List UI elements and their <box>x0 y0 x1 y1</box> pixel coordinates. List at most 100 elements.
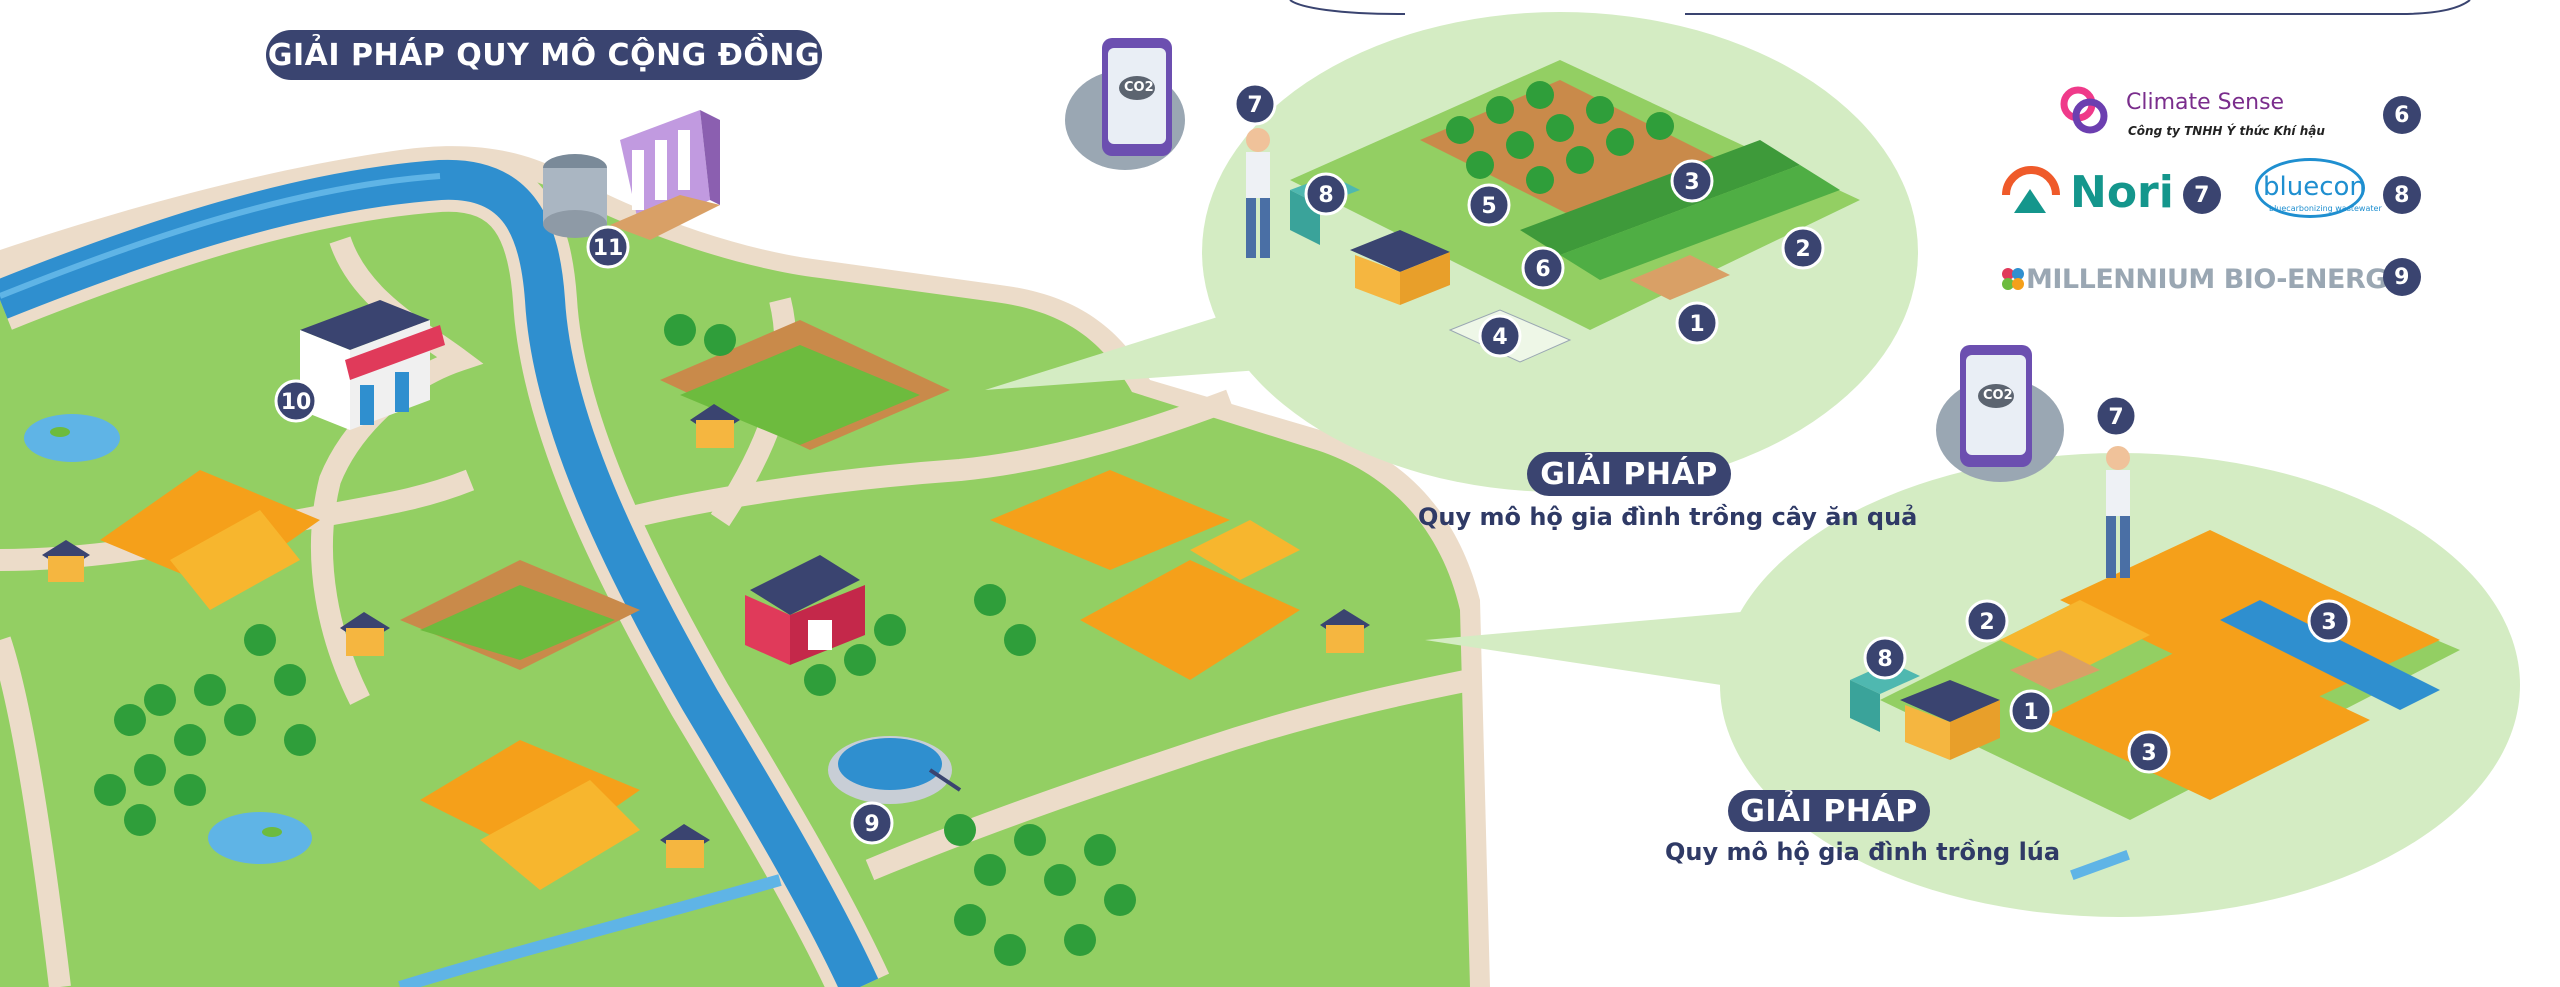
top-frame-arc <box>1685 0 2471 15</box>
number-marker-circle <box>1781 226 1825 270</box>
fruit-phone-co2-label: CO2 <box>1124 80 1154 95</box>
fruit-bubble-tail <box>985 310 1260 390</box>
number-marker-label: 7 <box>1247 93 1262 118</box>
number-marker-circle <box>1670 159 1714 203</box>
number-marker: 3 <box>2307 599 2351 643</box>
number-marker: 10 <box>274 379 318 423</box>
number-marker-label: 7 <box>2108 405 2123 430</box>
pond-bottom <box>208 812 312 864</box>
phone-icon <box>1936 345 2064 482</box>
number-marker-label: 9 <box>864 812 879 837</box>
number-marker-label: 8 <box>1877 647 1892 672</box>
lily-pad <box>262 827 282 837</box>
number-marker-label: 1 <box>2023 700 2038 725</box>
number-marker: 11 <box>586 225 630 269</box>
top-frame-arc <box>1289 0 1405 15</box>
number-marker-circle <box>274 379 318 423</box>
number-marker-circle <box>586 225 630 269</box>
number-marker: 3 <box>2127 730 2171 774</box>
number-marker-circle <box>850 801 894 845</box>
rice-field <box>170 510 300 610</box>
partner-badge-8: 8 <box>2383 176 2421 214</box>
number-marker-label: 6 <box>1535 257 1550 282</box>
partner-badge-9: 9 <box>2383 258 2421 296</box>
number-marker: 3 <box>1670 159 1714 203</box>
fruit-solution-subtitle: Quy mô hộ gia đình trồng cây ăn quả <box>1418 503 1918 531</box>
number-marker-circle <box>2127 730 2171 774</box>
number-marker-circle <box>1233 82 1277 126</box>
number-marker-circle <box>2094 394 2138 438</box>
fruit-household-scene <box>1290 60 1860 363</box>
rice-field <box>480 780 640 890</box>
small-house <box>696 420 734 448</box>
small-house <box>346 628 384 656</box>
millennium-name: MILLENNIUM BIO-ENERGY <box>2026 264 2406 295</box>
bluecon-tagline: bluecarbonizing wastewater <box>2269 204 2382 213</box>
rice-field <box>420 740 640 860</box>
number-marker-label: 3 <box>1684 170 1699 195</box>
pond-left <box>24 414 120 462</box>
number-marker: 2 <box>1781 226 1825 270</box>
number-marker-label: 3 <box>2141 741 2156 766</box>
rice-field <box>990 470 1230 570</box>
dirt-path-f <box>0 636 71 987</box>
partner-badge-6: 6 <box>2383 96 2421 134</box>
number-marker-label: 3 <box>2321 610 2336 635</box>
number-marker-circle <box>1304 172 1348 216</box>
small-house <box>666 840 704 868</box>
number-marker-label: 8 <box>1318 183 1333 208</box>
shop-building <box>300 300 445 430</box>
number-marker: 9 <box>850 801 894 845</box>
number-marker-circle <box>1467 183 1511 227</box>
person-figure <box>1246 128 1270 258</box>
number-marker: 1 <box>1675 301 1719 345</box>
lily-pad <box>50 427 70 437</box>
phone-icon <box>1065 38 1185 170</box>
rice-phone-co2-label: CO2 <box>1983 388 2013 403</box>
bluecon-name: bluecon <box>2263 172 2366 202</box>
rice-solution-subtitle: Quy mô hộ gia đình trồng lúa <box>1665 838 2061 866</box>
small-house <box>1326 625 1364 653</box>
number-marker: 4 <box>1478 314 1522 358</box>
person-figure <box>2106 446 2130 578</box>
bluecon-oval <box>2255 158 2365 218</box>
small-house <box>48 556 84 582</box>
number-marker: 2 <box>1965 599 2009 643</box>
number-marker-circle <box>1478 314 1522 358</box>
number-marker-circle <box>1863 636 1907 680</box>
number-marker: 8 <box>1863 636 1907 680</box>
number-marker: 7 <box>2094 394 2138 438</box>
number-marker: 5 <box>1467 183 1511 227</box>
number-marker-circle <box>2307 599 2351 643</box>
number-marker-circle <box>2009 689 2053 733</box>
fruit-plot <box>420 585 615 660</box>
water-tank-station <box>543 110 720 240</box>
number-marker-circle <box>1675 301 1719 345</box>
partner-badge-7: 7 <box>2183 176 2221 214</box>
number-marker-circle <box>1965 599 2009 643</box>
number-marker: 7 <box>1233 82 1277 126</box>
number-marker-label: 5 <box>1481 194 1496 219</box>
red-barn <box>745 555 865 665</box>
climate-sense-name: Climate Sense <box>2126 90 2285 115</box>
creek <box>398 874 782 987</box>
tree-cluster-bottom <box>944 814 1136 966</box>
fruit-solution-title: GIẢI PHÁP <box>1527 452 1731 496</box>
rice-field <box>100 470 320 590</box>
number-marker-label: 11 <box>593 236 624 261</box>
number-marker-label: 4 <box>1492 325 1507 350</box>
nori-mark-icon <box>2002 166 2060 213</box>
tree-cluster-mid <box>664 314 1036 696</box>
number-marker: 1 <box>2009 689 2053 733</box>
river-highlight <box>0 173 441 299</box>
number-marker: 6 <box>1521 246 1565 290</box>
number-marker-label: 2 <box>1795 237 1810 262</box>
climate-sense-tagline: Công ty TNHH Ý thức Khí hậu <box>2128 124 2325 138</box>
rice-field <box>1190 520 1300 580</box>
treatment-pool <box>828 736 962 804</box>
number-marker-label: 1 <box>1689 312 1704 337</box>
rice-solution-title: GIẢI PHÁP <box>1728 790 1930 832</box>
number-marker-circle <box>1521 246 1565 290</box>
